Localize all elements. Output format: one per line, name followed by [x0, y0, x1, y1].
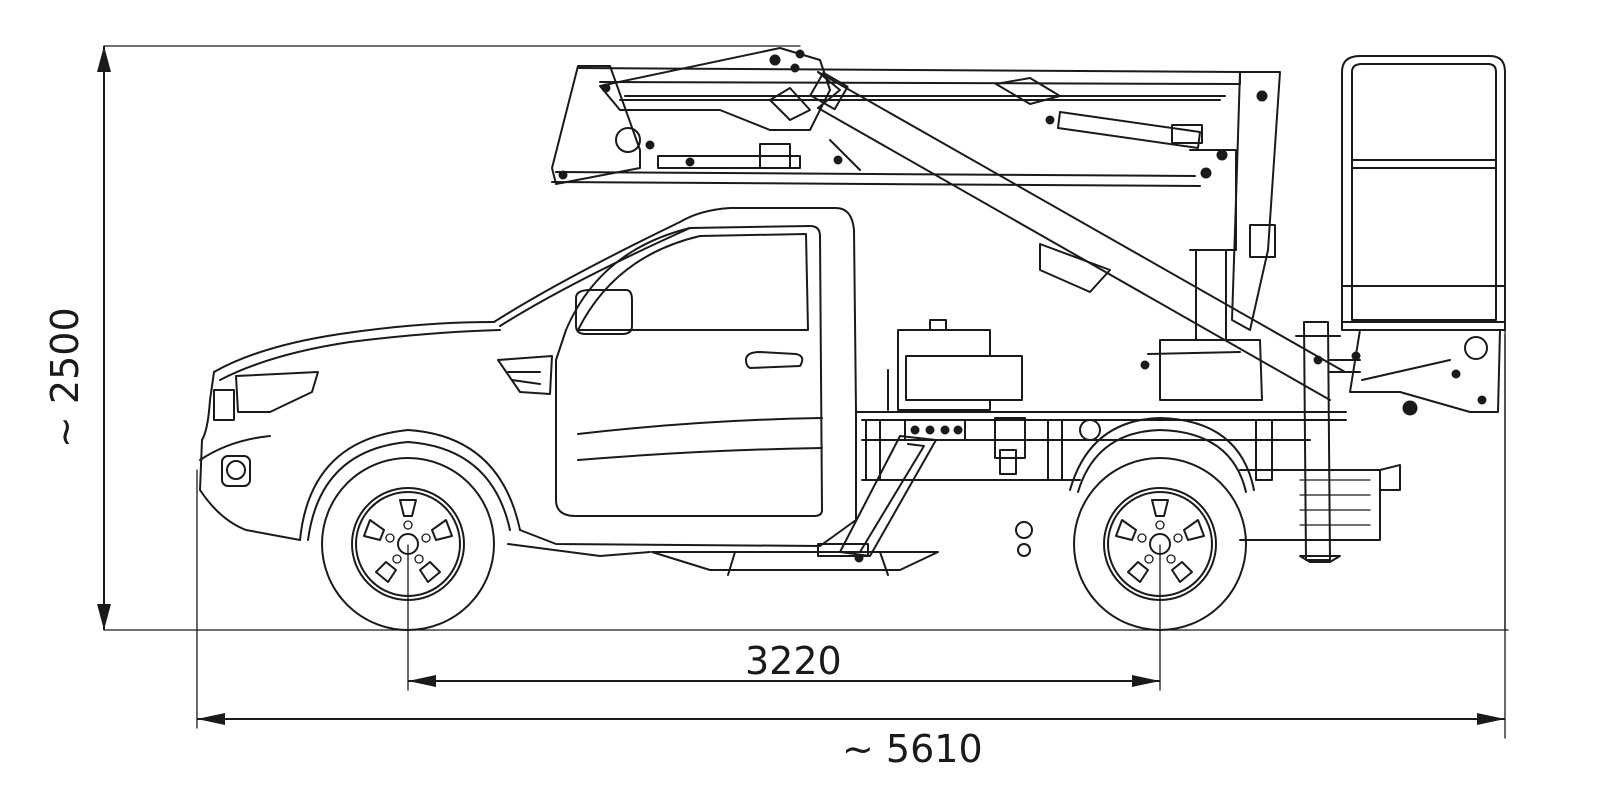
overall-height-dimension-label: ~ 2500 — [43, 307, 87, 448]
rear-wheel — [1073, 457, 1247, 631]
wheelbase-dimension — [407, 544, 1161, 691]
wheelbase-dimension-label: 3220 — [745, 639, 842, 683]
main-boom-diagonal — [599, 47, 1346, 401]
chassis-deck — [861, 319, 1401, 557]
upper-boom — [551, 65, 1281, 331]
length-dimension — [196, 334, 1506, 739]
front-wheel — [321, 457, 495, 631]
truck-cab — [199, 207, 865, 557]
overall-length-dimension-label: ~ 5610 — [842, 727, 983, 771]
height-dimension — [97, 45, 1509, 631]
front-outrigger — [651, 419, 939, 576]
turret-tower — [1140, 149, 1361, 563]
work-basket — [1329, 55, 1506, 416]
